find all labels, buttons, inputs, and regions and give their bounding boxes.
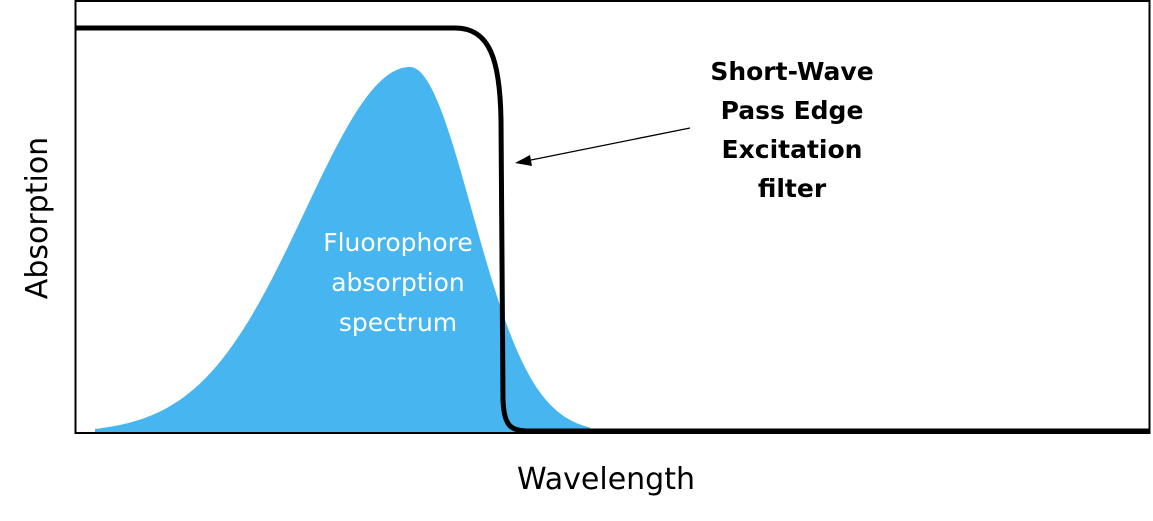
spectrum-label-line-3: spectrum <box>339 308 457 337</box>
arrowhead-icon <box>515 155 532 166</box>
annotation-arrow-line <box>525 127 691 162</box>
fluorophore-absorption-spectrum <box>95 67 590 433</box>
filter-label-line-4: filter <box>758 174 827 203</box>
short-wave-pass-filter-curve <box>75 25 1150 434</box>
spectrum-label-line-2: absorption <box>331 268 465 297</box>
filter-label-line-3: Excitation <box>722 135 863 164</box>
spectrum-label-line-1: Fluorophore <box>323 228 473 257</box>
x-axis-label: Wavelength <box>517 462 695 497</box>
filter-label-line-2: Pass Edge <box>721 96 864 125</box>
filter-label-line-1: Short-Wave <box>710 57 873 86</box>
y-axis-label: Absorption <box>20 137 55 299</box>
